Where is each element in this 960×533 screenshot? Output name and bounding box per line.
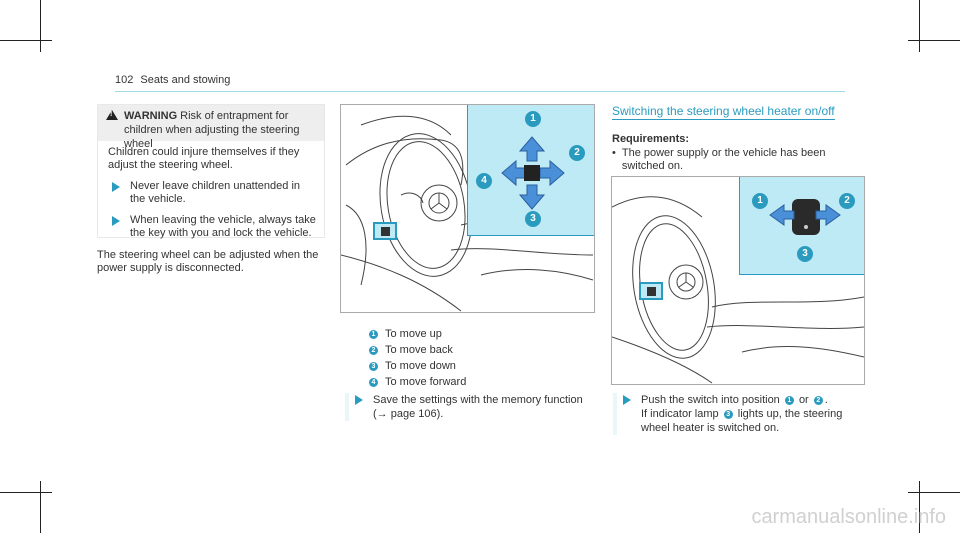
list-item: 2 To move back: [369, 342, 466, 358]
callout-marker: 1: [752, 193, 768, 209]
warning-step-text: When leaving the vehicle, always take th…: [130, 214, 316, 239]
crop-mark: [919, 481, 920, 533]
heater-step: Push the switch into position 1 or 2. If…: [613, 393, 868, 435]
requirements-label: Requirements:: [612, 133, 690, 145]
header-rule: [115, 91, 845, 92]
heater-step-text: Push the switch into position: [641, 394, 780, 406]
watermark: carmanualsonline.info: [751, 506, 946, 528]
steering-wheel-drawing: [612, 196, 864, 384]
switch-arrows-icon: [769, 199, 841, 235]
heater-switch-illustration: 1 2 3: [611, 176, 865, 385]
list-item: 4 To move forward: [369, 374, 466, 390]
step-arrow-icon: [112, 182, 120, 192]
or-text: or: [798, 394, 809, 406]
callout-number: 3: [369, 361, 378, 371]
heater-step-text: lights up, the steering wheel heater is …: [641, 408, 843, 434]
crop-mark: [40, 0, 41, 52]
list-item: 1 To move up: [369, 326, 466, 342]
warning-triangle-icon: [106, 110, 118, 120]
warning-label: WARNING: [124, 110, 178, 122]
callout-text: To move back: [385, 344, 453, 356]
callout-number: 4: [369, 377, 378, 387]
memory-step-text: Save the settings with the memory functi…: [373, 394, 583, 406]
callout-marker: 1: [525, 111, 541, 127]
crop-mark: [919, 0, 920, 52]
step-arrow-icon: [355, 395, 363, 405]
warning-step: Never leave children unattended in the v…: [108, 180, 318, 206]
section-heading: Switching the steering wheel heater on/o…: [612, 104, 835, 120]
crop-mark: [908, 40, 960, 41]
direction-arrows-icon: [501, 136, 565, 210]
callout-text: To move forward: [385, 376, 467, 388]
warning-body: Children could injure themselves if they…: [98, 141, 324, 240]
requirement-text: The power supply or the vehicle has been…: [621, 147, 826, 172]
callout-number: 1: [784, 395, 794, 405]
crop-mark: [908, 492, 960, 493]
callout-text: To move down: [385, 360, 456, 372]
callout-number: 2: [369, 345, 378, 355]
callout-marker: 2: [569, 145, 585, 161]
callout-marker: 3: [797, 246, 813, 262]
section-title: Seats and stowing: [140, 74, 231, 86]
detail-panel: 1 2 3 4: [467, 105, 594, 236]
step-arrow-icon: [623, 395, 631, 405]
crop-mark: [0, 40, 52, 41]
memory-step: Save the settings with the memory functi…: [345, 393, 595, 421]
warning-body-text: Children could injure themselves if they…: [108, 146, 300, 171]
body-paragraph: The steering wheel can be adjusted when …: [97, 249, 319, 274]
page-reference-link[interactable]: (→ page 106).: [373, 408, 444, 420]
crop-mark: [0, 492, 52, 493]
requirement-item: • The power supply or the vehicle has be…: [612, 147, 862, 173]
callout-number: 1: [369, 329, 378, 339]
callout-marker: 3: [525, 211, 541, 227]
detail-panel: 1 2 3: [739, 177, 864, 275]
page-header: 102 Seats and stowing: [115, 74, 230, 86]
list-item: 3 To move down: [369, 358, 466, 374]
callout-number: 2: [813, 395, 823, 405]
heater-step-text: If indicator lamp: [641, 408, 719, 420]
bullet-icon: •: [612, 147, 616, 159]
warning-step-text: Never leave children unattended in the v…: [130, 180, 301, 205]
step-arrow-icon: [112, 216, 120, 226]
steering-adjust-illustration: 1 2 3 4: [340, 104, 595, 313]
callout-text: To move up: [385, 328, 442, 340]
warning-step: When leaving the vehicle, always take th…: [108, 214, 318, 240]
warning-title-text: Risk of entrapment for children when adj…: [124, 110, 300, 150]
page-number: 102: [115, 74, 134, 86]
callout-marker: 2: [839, 193, 855, 209]
heater-section: Switching the steering wheel heater on/o…: [612, 104, 862, 173]
callout-marker: 4: [476, 173, 492, 189]
crop-mark: [40, 481, 41, 533]
callout-number: 3: [723, 409, 733, 419]
